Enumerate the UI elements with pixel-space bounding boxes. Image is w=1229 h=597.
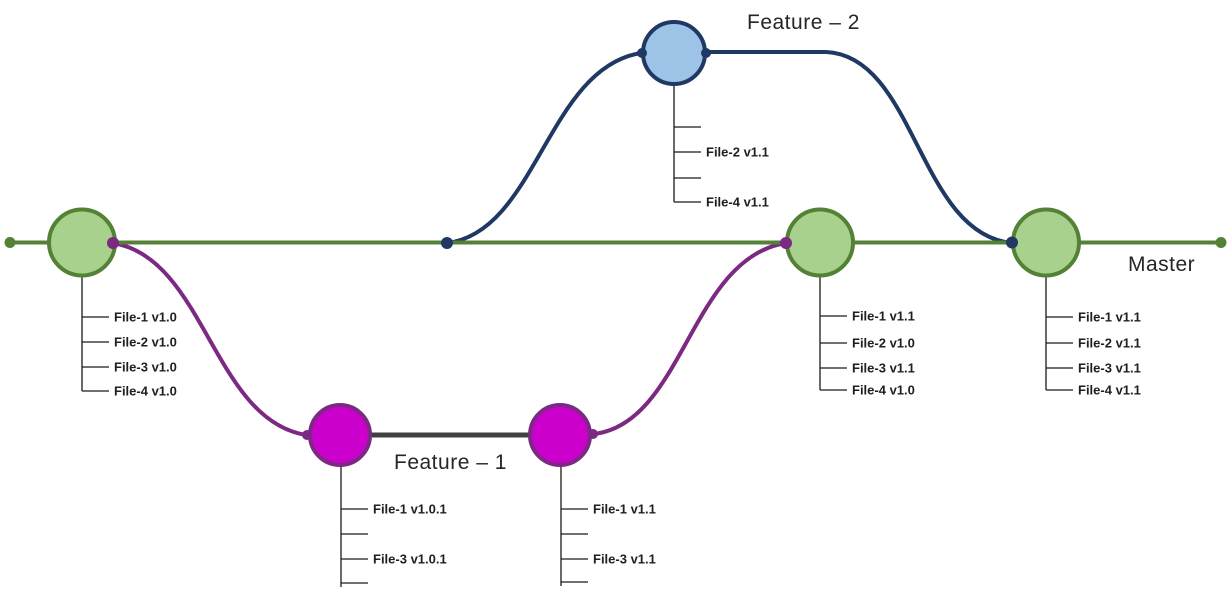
feature1-merge-curve	[593, 241, 787, 436]
feature1-commit-2-node[interactable]	[528, 403, 592, 467]
file-version-label: File-1 v1.1	[1078, 309, 1141, 325]
file-list-master-commit-1	[81, 276, 109, 392]
feature2-commit-1-out-dot	[701, 48, 711, 58]
file-version-label: File-2 v1.1	[1078, 335, 1141, 351]
feature1-branch-label: Feature – 1	[394, 451, 507, 474]
feature1-branch-lines	[112, 241, 787, 437]
file-version-label: File-3 v1.1	[852, 360, 915, 376]
file-version-label: File-4 v1.1	[706, 194, 769, 210]
file-version-label: File-2 v1.0	[852, 335, 915, 351]
feature1-commit-2-out-dot	[588, 429, 598, 439]
master-start-dot	[4, 237, 16, 248]
file-list-master-commit-3	[1045, 276, 1073, 391]
feature1-branch-out-curve	[112, 241, 307, 437]
feature1-junction-dots	[107, 237, 792, 440]
master-end-dot	[1215, 237, 1227, 248]
file-list-master-commit-2	[819, 276, 847, 391]
file-version-label: File-1 v1.1	[852, 308, 915, 324]
file-version-label: File-3 v1.1	[1078, 360, 1141, 376]
master-commit-3-node[interactable]	[1011, 207, 1081, 278]
file-list-ticks	[81, 84, 1073, 587]
feature1-merge-point-dot	[780, 237, 792, 249]
feature2-branch-point-dot	[441, 237, 453, 249]
file-version-label: File-2 v1.1	[706, 144, 769, 160]
file-list-feature2-commit-1	[673, 84, 701, 203]
master-commit-2-node[interactable]	[785, 207, 855, 278]
feature2-commit-1-in-dot	[637, 48, 647, 58]
feature1-commit-1-in-dot	[302, 430, 312, 440]
file-version-label: File-1 v1.0	[114, 309, 177, 325]
file-version-label: File-1 v1.0.1	[373, 501, 447, 517]
file-version-label: File-3 v1.0.1	[373, 551, 447, 567]
file-version-label: File-3 v1.0	[114, 359, 177, 375]
master-commit-1-node[interactable]	[47, 207, 117, 278]
file-version-label: File-2 v1.0	[114, 334, 177, 350]
feature1-branch-point-dot	[107, 237, 119, 249]
feature2-commit-1-node[interactable]	[641, 20, 707, 86]
file-version-label: File-1 v1.1	[593, 501, 656, 517]
feature2-merge-point-dot	[1006, 236, 1018, 249]
feature2-branch-out-curve	[446, 51, 642, 245]
file-list-feature1-commit-1	[340, 463, 368, 587]
feature1-commit-1-node[interactable]	[308, 403, 372, 467]
file-version-label: File-3 v1.1	[593, 551, 656, 567]
feature2-junction-dots	[441, 48, 1018, 249]
feature2-branch-label: Feature – 2	[747, 11, 860, 34]
file-version-label: File-4 v1.0	[852, 382, 915, 398]
feature2-branch-lines	[446, 50, 1013, 245]
feature2-merge-curve	[706, 50, 1013, 245]
file-list-feature1-commit-2	[560, 463, 588, 586]
file-version-label: File-4 v1.0	[114, 383, 177, 399]
master-branch-label: Master	[1128, 253, 1196, 276]
file-version-label: File-4 v1.1	[1078, 382, 1141, 398]
